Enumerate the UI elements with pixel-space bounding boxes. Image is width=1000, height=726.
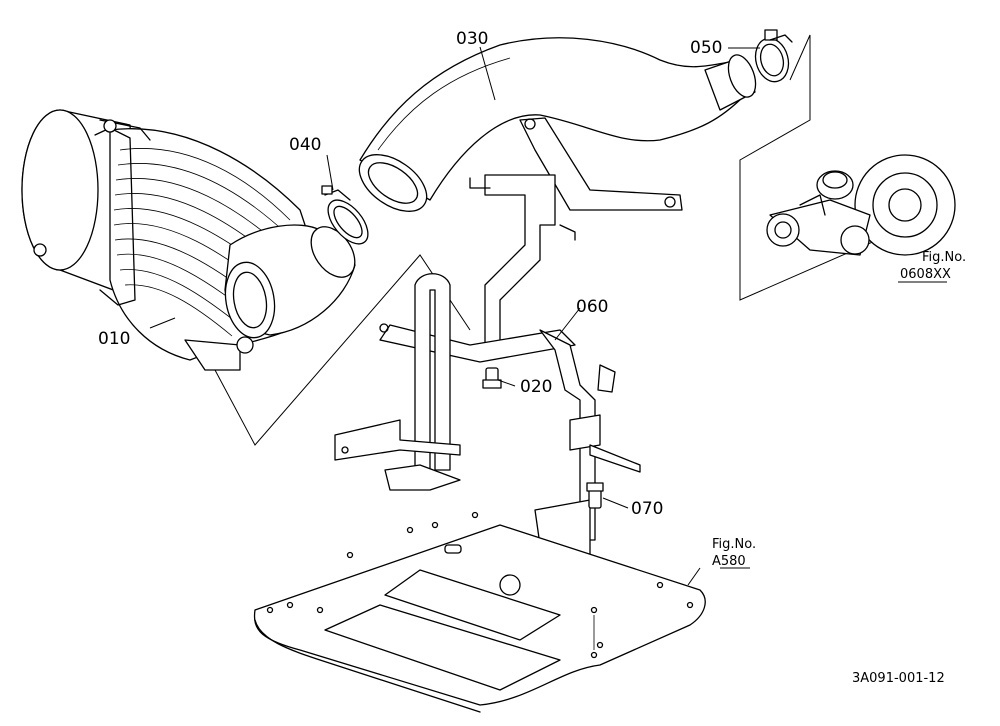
drawing-code: 3A091-001-12: [852, 671, 945, 686]
intake-hose-030: [358, 37, 757, 212]
fig-ref-label: Fig.No.: [712, 537, 756, 552]
figure-reference-0608xx: Fig.No. 0608XX: [900, 250, 966, 282]
hose-clamp-040: [321, 185, 369, 245]
part-label-040: 040: [289, 135, 321, 155]
hose-clamp-050: [754, 29, 793, 83]
part-label-060: 060: [576, 297, 608, 317]
fig-ref-number: 0608XX: [900, 267, 951, 282]
guide-line-turbo: [739, 34, 901, 301]
bolt-070: [586, 482, 604, 509]
part-label-010: 010: [98, 329, 130, 349]
part-label-030: 030: [456, 29, 488, 49]
part-labels: 010 020 030 040 050 060 070: [98, 29, 722, 519]
part-label-050: 050: [690, 38, 722, 58]
air-cleaner-assembly: [21, 109, 356, 371]
bolt-020: [482, 367, 502, 389]
floor-plate-reference: [253, 511, 706, 713]
turbocharger-reference: [739, 34, 956, 301]
leader-lines: [149, 46, 947, 586]
part-label-020: 020: [520, 377, 552, 397]
figure-reference-a580: Fig.No. A580: [712, 537, 756, 569]
part-label-070: 070: [631, 499, 663, 519]
fig-ref-number: A580: [712, 554, 746, 569]
fig-ref-label: Fig.No.: [922, 250, 966, 265]
